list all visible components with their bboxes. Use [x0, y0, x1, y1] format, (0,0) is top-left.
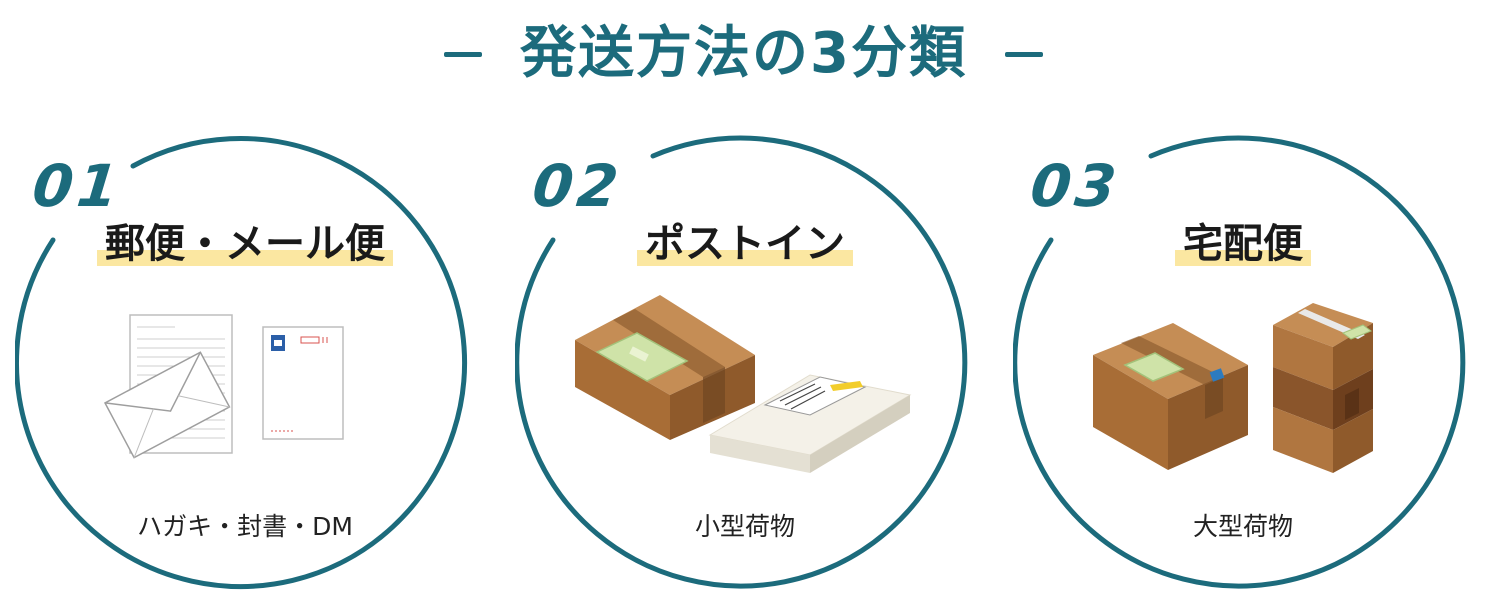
- method-items: 大型荷物: [1192, 512, 1293, 541]
- method-number: 02: [529, 152, 626, 220]
- title-bar: 発送方法の3分類: [0, 14, 1487, 94]
- method-name: ポストイン: [637, 218, 853, 270]
- letters-postcard-icon: [103, 314, 344, 459]
- method-card-3: 03 宅配便 大型荷物: [1013, 130, 1473, 590]
- method-items: 小型荷物: [694, 512, 795, 541]
- large-boxes-icon: [1093, 303, 1373, 473]
- small-packages-icon: [575, 295, 912, 473]
- method-name: 郵便・メール便: [97, 218, 393, 270]
- circle-frame: [515, 135, 968, 589]
- circle-frame: [1013, 135, 1466, 589]
- title-dash-right: [1004, 51, 1043, 57]
- circle-frame: [15, 136, 467, 589]
- method-card-2: 02 ポストイン 小型荷物: [515, 130, 975, 590]
- title-dash-left: [444, 51, 483, 57]
- page-title: 発送方法の3分類: [520, 21, 967, 86]
- method-number: 03: [1027, 152, 1124, 220]
- method-items: ハガキ・封書・DM: [137, 512, 353, 541]
- method-name: 宅配便: [1175, 218, 1311, 270]
- method-number: 01: [29, 152, 126, 220]
- method-card-1: 01 郵便・メール便 ハガキ・封書・DM: [15, 130, 475, 590]
